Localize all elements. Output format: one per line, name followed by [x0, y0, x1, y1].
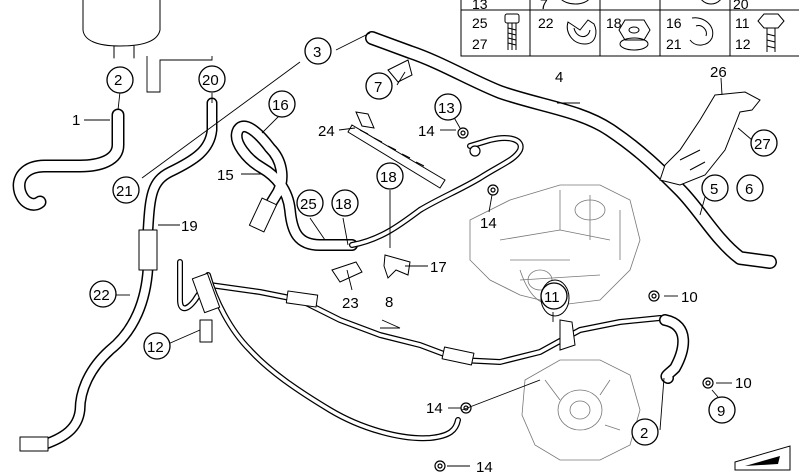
- callout-26: 26: [710, 64, 727, 81]
- callout-2-lower: 2: [640, 425, 648, 442]
- table-cell-21: 21: [666, 36, 682, 52]
- callout-27: 27: [754, 136, 771, 153]
- hex-bolt-icon: [757, 13, 785, 52]
- callout-4: 4: [555, 69, 563, 86]
- bolt-icon: [504, 13, 520, 50]
- callout-12: 12: [147, 339, 164, 356]
- callout-6: 6: [745, 181, 753, 198]
- parts-table: 13 7 20 25 27 22 18 16 21 11 12: [460, 0, 799, 57]
- table-cell-11: 11: [735, 15, 750, 31]
- callout-15: 15: [217, 167, 234, 184]
- grommet-icon: [689, 0, 721, 46]
- table-cell-22: 22: [538, 15, 554, 31]
- callout-19: 19: [181, 218, 198, 235]
- callout-11: 11: [544, 289, 560, 306]
- brackets: [331, 59, 576, 351]
- callout-labels: 2 20 3 7 4 26 16 13 24 14 15 18 25 18 21…: [72, 44, 771, 473]
- callout-14-middle: 14: [480, 215, 497, 232]
- cable-tie: [347, 111, 446, 189]
- callout-14-lower: 14: [426, 400, 443, 417]
- callout-2: 2: [114, 72, 122, 89]
- callout-18: 18: [335, 196, 352, 213]
- table-cell-25: 25: [472, 15, 488, 31]
- callout-24: 24: [318, 123, 335, 140]
- callout-23: 23: [342, 295, 359, 312]
- callout-10-lower: 10: [735, 375, 752, 392]
- callout-17: 17: [430, 259, 447, 276]
- callout-18-right: 18: [380, 169, 397, 186]
- table-cell-27: 27: [472, 36, 488, 52]
- callout-3: 3: [313, 44, 321, 61]
- table-cell-18: 18: [606, 15, 622, 31]
- callout-5: 5: [710, 181, 718, 198]
- callout-20: 20: [202, 72, 219, 89]
- table-cell-13: 13: [472, 0, 488, 12]
- callout-22: 22: [93, 287, 110, 304]
- callouts: [89, 37, 778, 446]
- table-cell-16: 16: [666, 15, 682, 31]
- table-cell-12: 12: [735, 36, 751, 52]
- callout-21: 21: [116, 183, 133, 200]
- callout-16: 16: [272, 97, 289, 114]
- heat-shield: [659, 91, 761, 186]
- callout-9: 9: [717, 403, 725, 420]
- callout-7: 7: [374, 79, 382, 96]
- callout-14-upper: 14: [418, 123, 435, 140]
- table-cell-20: 20: [733, 0, 749, 12]
- nut-icon: [618, 19, 651, 51]
- callout-13: 13: [438, 100, 455, 117]
- table-cell-7: 7: [540, 0, 548, 12]
- callout-8: 8: [385, 294, 393, 311]
- callout-1: 1: [72, 112, 80, 129]
- pump-sketch: [521, 359, 641, 461]
- callout-25: 25: [300, 196, 317, 213]
- reservoir: [82, 0, 161, 47]
- callout-14-bottom: 14: [476, 459, 493, 473]
- leader-lines: [84, 32, 753, 467]
- direction-arrow-icon: [734, 445, 791, 471]
- callout-10-upper: 10: [681, 289, 698, 306]
- clip-icon: [561, 0, 597, 45]
